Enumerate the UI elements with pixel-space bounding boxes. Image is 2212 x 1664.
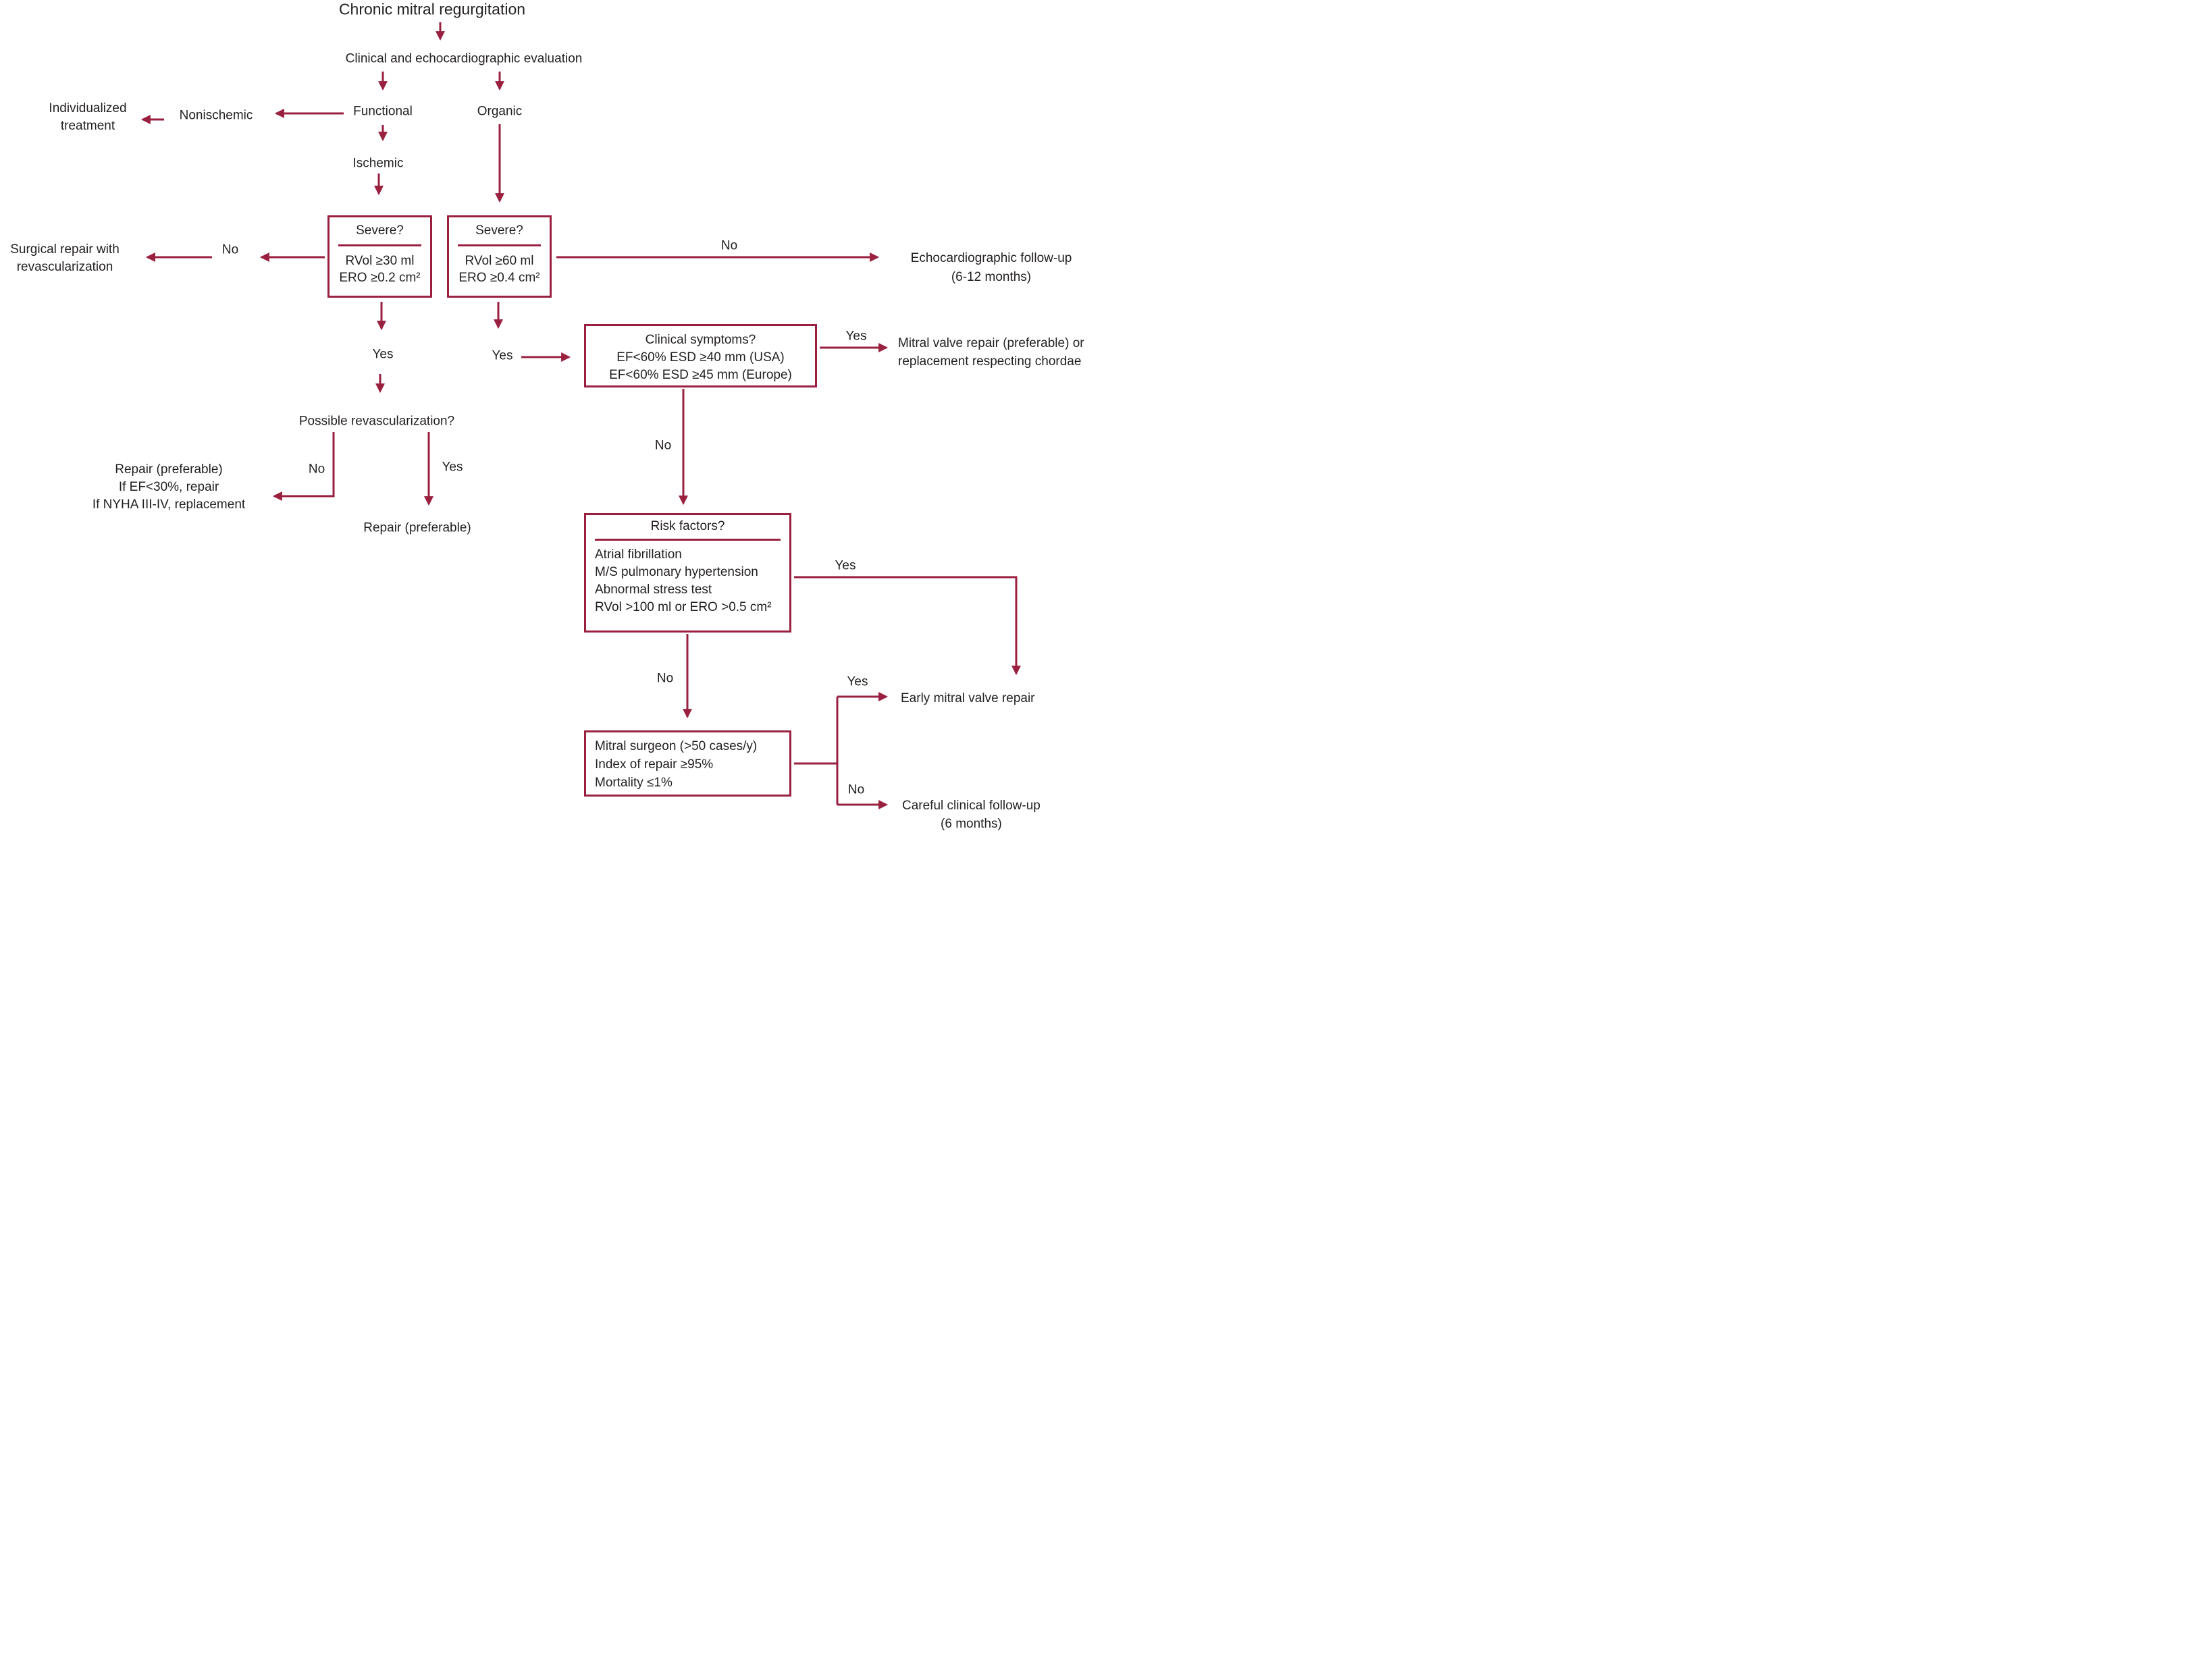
revasc-no-line3: If NYHA III-IV, replacement	[92, 498, 246, 512]
mitral-surgeon-box: Mitral surgeon (>50 cases/y) Index of re…	[584, 730, 791, 797]
mv-repair-line2: replacement respecting chordae	[898, 354, 1082, 369]
yes-label-left-severe: Yes	[372, 347, 394, 362]
mitral-surgeon-item-3: Mortality ≤1%	[595, 776, 673, 790]
mv-repair-outcome: Mitral valve repair (preferable) or repl…	[898, 334, 1084, 371]
yes-label-right-severe: Yes	[492, 348, 513, 363]
echo-followup-outcome: Echocardiographic follow-up (6-12 months…	[911, 249, 1072, 287]
organic-label: Organic	[477, 104, 523, 119]
risk-factor-item-4: RVol >100 ml or ERO >0.5 cm²	[595, 600, 772, 614]
early-repair-outcome: Early mitral valve repair	[901, 691, 1035, 705]
functional-label: Functional	[353, 104, 413, 119]
surgical-repair-outcome: Surgical repair with revascularization	[10, 241, 120, 276]
risk-factor-item-3: Abnormal stress test	[595, 583, 712, 597]
possible-revascularization-label: Possible revascularization?	[298, 414, 455, 429]
revasc-no-line1: Repair (preferable)	[115, 462, 223, 477]
careful-followup-line2: (6 months)	[941, 817, 1002, 831]
ischemic-label: Ischemic	[352, 156, 404, 171]
careful-followup-line1: Careful clinical follow-up	[902, 799, 1041, 813]
severe-functional-criterion-2: ERO ≥0.2 cm²	[339, 271, 421, 285]
flowchart-title: Chronic mitral regurgitation	[338, 0, 526, 18]
revasc-no-line2: If EF<30%, repair	[118, 480, 219, 494]
no-label-left-severe: No	[221, 242, 239, 257]
yes-label-surgeon: Yes	[847, 674, 868, 689]
individualized-line2: treatment	[60, 119, 115, 133]
flowchart-canvas: Chronic mitral regurgitation Clinical an…	[0, 0, 1106, 832]
mv-repair-line1: Mitral valve repair (preferable) or	[898, 336, 1084, 350]
no-label-risk: No	[656, 671, 674, 686]
individualized-treatment-outcome: Individualized treatment	[49, 100, 126, 135]
mitral-surgeon-item-2: Index of repair ≥95%	[595, 757, 714, 772]
yes-label-symptoms: Yes	[845, 329, 867, 344]
revasc-no-outcome: Repair (preferable) If EF<30%, repair If…	[93, 461, 245, 514]
risk-factors-title: Risk factors?	[650, 519, 725, 533]
no-label-revasc: No	[308, 462, 325, 477]
risk-factors-box: Risk factors? Atrial fibrillation M/S pu…	[584, 513, 791, 633]
surgical-repair-line1: Surgical repair with	[10, 242, 120, 257]
yes-label-risk: Yes	[835, 558, 856, 573]
no-label-symptoms: No	[654, 438, 672, 453]
mitral-surgeon-item-1: Mitral surgeon (>50 cases/y)	[595, 739, 758, 753]
echo-followup-line2: (6-12 months)	[951, 270, 1032, 284]
yes-label-revasc: Yes	[442, 460, 463, 475]
no-label-surgeon: No	[847, 782, 865, 797]
divider-line	[458, 244, 541, 246]
risk-factor-item-1: Atrial fibrillation	[595, 547, 682, 562]
surgical-repair-line2: revascularization	[16, 260, 113, 274]
risk-factor-item-2: M/S pulmonary hypertension	[595, 565, 758, 579]
clinical-symptoms-criterion-1: EF<60% ESD ≥40 mm (USA)	[616, 350, 785, 365]
severe-functional-title: Severe?	[356, 223, 404, 238]
echo-followup-line1: Echocardiographic follow-up	[910, 251, 1072, 265]
severe-organic-box: Severe? RVol ≥60 ml ERO ≥0.4 cm²	[447, 215, 552, 298]
severe-organic-title: Severe?	[475, 223, 523, 238]
evaluation-label: Clinical and echocardiographic evaluatio…	[345, 51, 583, 66]
divider-line	[338, 244, 421, 246]
severe-organic-criterion-2: ERO ≥0.4 cm²	[458, 271, 540, 285]
revasc-yes-outcome: Repair (preferable)	[363, 520, 471, 535]
no-label-right-severe: No	[720, 238, 738, 253]
clinical-symptoms-title: Clinical symptoms?	[645, 333, 756, 347]
severe-functional-box: Severe? RVol ≥30 ml ERO ≥0.2 cm²	[327, 215, 432, 298]
careful-followup-outcome: Careful clinical follow-up (6 months)	[902, 797, 1041, 832]
clinical-symptoms-criterion-2: EF<60% ESD ≥45 mm (Europe)	[609, 368, 792, 382]
clinical-symptoms-box: Clinical symptoms? EF<60% ESD ≥40 mm (US…	[584, 324, 817, 387]
severe-organic-criterion-1: RVol ≥60 ml	[465, 254, 534, 268]
divider-line	[595, 539, 781, 541]
connector-lines	[140, 22, 1021, 809]
severe-functional-criterion-1: RVol ≥30 ml	[345, 254, 415, 268]
nonischemic-label: Nonischemic	[179, 108, 253, 123]
individualized-line1: Individualized	[49, 101, 127, 115]
